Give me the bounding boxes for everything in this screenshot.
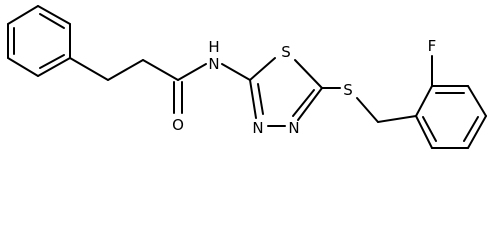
chemical-structure: N H O S N N S F bbox=[7, 5, 487, 149]
amide-to-ring-bond bbox=[221, 63, 251, 81]
ring-nitrogen-right-label: N bbox=[288, 119, 299, 137]
thioether-linker bbox=[321, 87, 417, 123]
ring-sulfur-label: S bbox=[281, 43, 291, 61]
propanoyl-chain bbox=[69, 57, 207, 114]
fluorine-label: F bbox=[428, 37, 437, 55]
thiadiazole-ring bbox=[249, 57, 323, 127]
thioether-sulfur-label: S bbox=[343, 81, 353, 99]
fluorophenyl-ring bbox=[415, 55, 487, 149]
phenyl-ring bbox=[7, 5, 71, 77]
ring-nitrogen-left-label: N bbox=[252, 119, 263, 137]
carbonyl-oxygen-label: O bbox=[172, 116, 184, 134]
amide-nitrogen-label: N bbox=[208, 55, 219, 73]
amide-hydrogen-label: H bbox=[208, 38, 219, 56]
